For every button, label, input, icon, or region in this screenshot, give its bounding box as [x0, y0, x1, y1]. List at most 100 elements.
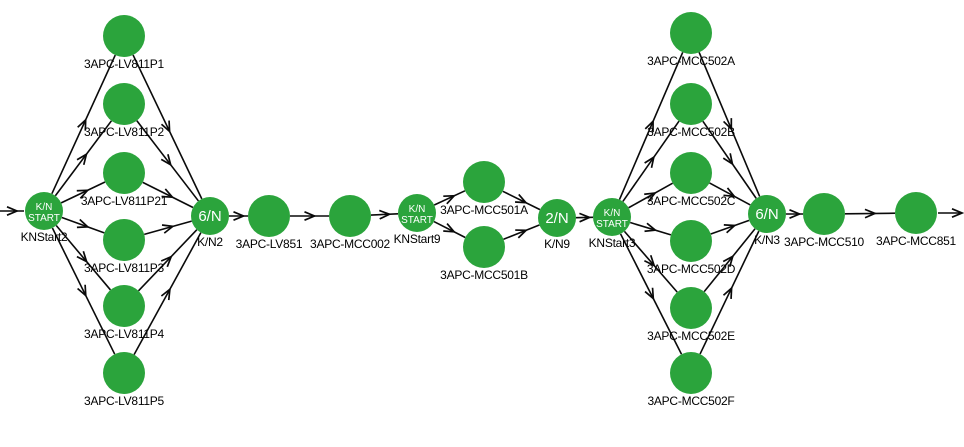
edge-knstart2-lv811p5 — [51, 227, 116, 355]
node-kn9[interactable] — [538, 199, 576, 237]
node-lv811p3-label: 3APC-LV811P3 — [84, 261, 165, 275]
arrowhead-icon — [789, 209, 802, 219]
node-mcc502a[interactable] — [670, 12, 712, 54]
arrowhead-icon — [160, 287, 171, 301]
node-lv811p3[interactable] — [103, 219, 145, 261]
arrowhead-icon — [304, 211, 317, 221]
node-mcc851[interactable] — [895, 192, 937, 234]
arrowhead-icon — [951, 208, 964, 218]
node-mcc502d-label: 3APC-MCC502D — [647, 262, 736, 276]
node-mcc002[interactable] — [329, 195, 371, 237]
edge-knstart2-lv811p21 — [60, 181, 106, 204]
arrowhead-icon — [722, 286, 733, 299]
edge-mcc502a-kn3 — [698, 52, 761, 197]
arrowhead-icon — [722, 118, 733, 132]
edge-lv811p5-kn2 — [133, 232, 202, 355]
node-mcc502e[interactable] — [670, 287, 712, 329]
node-mcc502d[interactable] — [670, 220, 712, 262]
node-mcc502c-label: 3APC-MCC502C — [647, 194, 736, 208]
node-lv811p1[interactable] — [103, 15, 145, 57]
node-lv811p1-label: 3APC-LV811P1 — [84, 57, 165, 71]
arrowhead-icon — [722, 153, 734, 166]
edge-knstart3-mcc502e — [623, 230, 678, 293]
node-knstart2-label: KNStart2 — [21, 230, 68, 244]
node-knstart9-text-line2: START — [401, 215, 433, 226]
edge-lv811p1-kn2 — [132, 54, 203, 200]
edge-lv811p3-kn2 — [144, 220, 192, 236]
node-mcc502e-label: 3APC-MCC502E — [647, 329, 735, 343]
node-knstart2[interactable] — [25, 192, 63, 230]
node-mcc501b[interactable] — [463, 226, 505, 268]
arrowhead-icon — [722, 254, 735, 267]
arrowhead-icon — [864, 208, 878, 219]
edge-knstart3-mcc502a — [618, 51, 684, 200]
arrowhead-icon — [644, 155, 656, 169]
arrowhead-icon — [233, 211, 246, 221]
arrowhead-icon — [644, 254, 656, 268]
edge-lv811p21-kn2 — [142, 181, 194, 209]
node-knstart3-label: KNStart3 — [589, 236, 636, 250]
node-kn3[interactable] — [748, 195, 786, 233]
node-mcc502f[interactable] — [670, 352, 712, 394]
node-mcc502b-label: 3APC-MCC502B — [647, 125, 735, 139]
arrowhead-icon — [76, 189, 90, 199]
node-lv811p21[interactable] — [103, 152, 145, 194]
node-knstart2-text-line1: K/N — [36, 202, 53, 213]
edge-knstart9-mcc501a — [433, 190, 466, 206]
node-mcc510-label: 3APC-MCC510 — [784, 235, 865, 249]
edge-lv811p2-kn2 — [136, 120, 200, 202]
edge-mcc502c-kn3 — [709, 182, 751, 206]
node-knstart9-text-line1: K/N — [409, 204, 426, 215]
edge-mcc501a-kn9 — [502, 190, 541, 211]
node-mcc501a[interactable] — [463, 161, 505, 203]
arrowhead-icon — [161, 224, 175, 234]
node-kn9-label: K/N9 — [544, 237, 570, 251]
node-mcc502f-label: 3APC-MCC502F — [647, 394, 734, 408]
arrowhead-icon — [644, 191, 657, 203]
arrowhead-icon — [160, 120, 171, 134]
arrowhead-icon — [443, 222, 457, 233]
arrowhead-icon — [161, 188, 175, 199]
edge-mcc502e-kn3 — [703, 228, 756, 293]
node-kn3-text: 6/N — [755, 206, 778, 223]
node-knstart3-text-line1: K/N — [604, 208, 621, 219]
node-knstart3[interactable] — [593, 198, 631, 236]
node-kn2[interactable] — [191, 197, 229, 235]
node-lv811p5-label: 3APC-LV811P5 — [84, 394, 165, 408]
node-knstart3-text-line2: START — [596, 219, 628, 230]
node-knstart9-label: KNStart9 — [394, 232, 441, 246]
node-lv811p4[interactable] — [103, 285, 145, 327]
edge-mcc510-mcc851 — [844, 212, 896, 215]
edge-lv811p4-kn2 — [137, 229, 198, 292]
arrowhead-icon — [160, 154, 172, 167]
node-lv851[interactable] — [248, 195, 290, 237]
node-kn2-text: 6/N — [198, 208, 221, 225]
node-lv851-label: 3APC-LV851 — [236, 237, 303, 251]
node-kn9-text: 2/N — [545, 210, 568, 227]
arrowhead-icon — [77, 284, 87, 298]
node-mcc502a-label: 3APC-MCC502A — [647, 54, 735, 68]
arrowhead-icon — [644, 119, 654, 133]
edge-knstart3-mcc502f — [619, 233, 683, 355]
node-mcc502c[interactable] — [670, 152, 712, 194]
edge-mcc501b-kn9 — [503, 224, 540, 240]
node-knstart2-text-line2: START — [28, 213, 60, 224]
node-mcc502b[interactable] — [670, 83, 712, 125]
node-mcc501b-label: 3APC-MCC501B — [440, 268, 528, 282]
arrowhead-icon — [515, 193, 528, 204]
node-lv811p2[interactable] — [103, 83, 145, 125]
edge-knstart9-mcc501b — [433, 220, 466, 239]
node-mcc510[interactable] — [803, 193, 845, 235]
edge-knstart2-lv811p2 — [54, 120, 113, 197]
node-kn3-label: K/N3 — [754, 233, 780, 247]
edge-knstart2-lv811p3 — [61, 216, 105, 234]
edge-knstart2-lv811p4 — [55, 225, 112, 291]
arrowhead-icon — [443, 194, 457, 205]
arrowhead-icon — [579, 212, 592, 223]
node-knstart9[interactable] — [398, 194, 436, 232]
node-lv811p5[interactable] — [103, 352, 145, 394]
node-mcc002-label: 3APC-MCC002 — [310, 237, 391, 251]
arrowhead-icon — [76, 250, 88, 264]
